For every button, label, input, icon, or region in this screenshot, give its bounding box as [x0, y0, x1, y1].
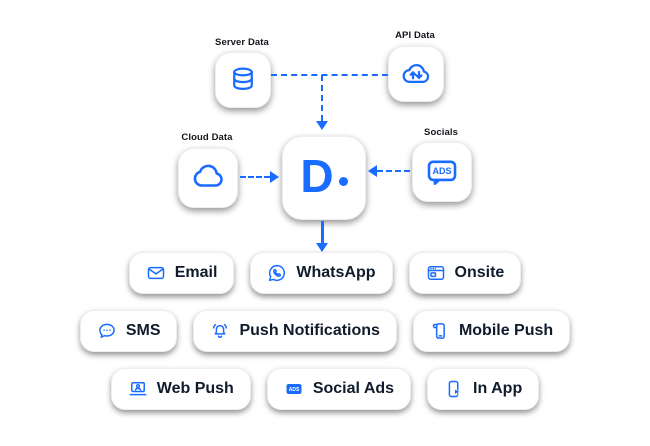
web-push-icon [129, 382, 147, 396]
channels-area: Email WhatsApp Onsite [0, 252, 650, 410]
connector-socials-to-hub [377, 170, 410, 172]
whatsapp-icon [269, 264, 286, 282]
cloud-icon [193, 164, 223, 187]
channel-onsite: Onsite [408, 252, 522, 294]
connector-cloud-to-hub [240, 176, 270, 178]
cloud-data-label: Cloud Data [181, 132, 233, 143]
connector-top-vertical [321, 75, 323, 121]
channel-label: Push Notifications [239, 322, 380, 339]
server-data-card [215, 52, 271, 108]
arrowhead-into-hub-right [368, 165, 377, 177]
channels-row-1: Email WhatsApp Onsite [128, 252, 522, 294]
arrowhead-into-hub-top [316, 121, 328, 130]
social-ads-badge-text: ADS [289, 387, 300, 393]
connector-hub-to-channels [321, 221, 324, 245]
connector-top-horizontal [271, 74, 388, 76]
channel-social-ads: ADS Social Ads [266, 368, 412, 410]
channel-label: WhatsApp [296, 264, 376, 281]
channels-row-2: SMS Push Notifications Mobile Push [79, 310, 571, 352]
channel-email: Email [128, 252, 235, 294]
in-app-icon [448, 380, 461, 398]
hub-logo-dot [338, 176, 348, 186]
api-data-card [388, 46, 444, 102]
cloud-data-card [178, 148, 238, 208]
channels-row-3: Web Push ADS Social Ads In App [110, 368, 540, 410]
hub-card: D [282, 136, 366, 220]
channel-label: Mobile Push [458, 322, 554, 339]
social-ads-icon: ADS [286, 384, 302, 394]
ads-icon: ADS [427, 160, 457, 185]
mobile-push-icon [432, 323, 445, 339]
bell-icon [213, 323, 228, 338]
cloud-sync-icon [402, 63, 430, 84]
database-icon [233, 67, 253, 90]
channel-label: Email [174, 264, 218, 281]
channel-label: Onsite [454, 264, 505, 281]
channel-web-push: Web Push [110, 368, 251, 410]
ads-badge-text: ADS [432, 166, 451, 176]
channel-label: SMS [125, 322, 161, 339]
channel-push-notifications: Push Notifications [193, 310, 397, 352]
channel-label: In App [473, 380, 523, 397]
server-data-label: Server Data [215, 37, 269, 48]
arrowhead-into-channels [316, 243, 328, 252]
hub-logo: D [300, 150, 348, 202]
arrowhead-into-hub-left [270, 171, 279, 183]
channel-label: Web Push [156, 380, 234, 397]
channel-in-app: In App [427, 368, 540, 410]
onsite-icon [427, 266, 444, 280]
hub-logo-letter: D [300, 150, 334, 202]
channel-whatsapp: WhatsApp [250, 252, 393, 294]
email-icon [147, 266, 164, 280]
api-data-label: API Data [395, 30, 435, 41]
socials-card: ADS [412, 142, 472, 202]
channel-mobile-push: Mobile Push [412, 310, 571, 352]
channel-label: Social Ads [312, 380, 395, 397]
sms-icon [98, 323, 115, 338]
socials-label: Socials [424, 127, 458, 138]
channel-sms: SMS [79, 310, 178, 352]
